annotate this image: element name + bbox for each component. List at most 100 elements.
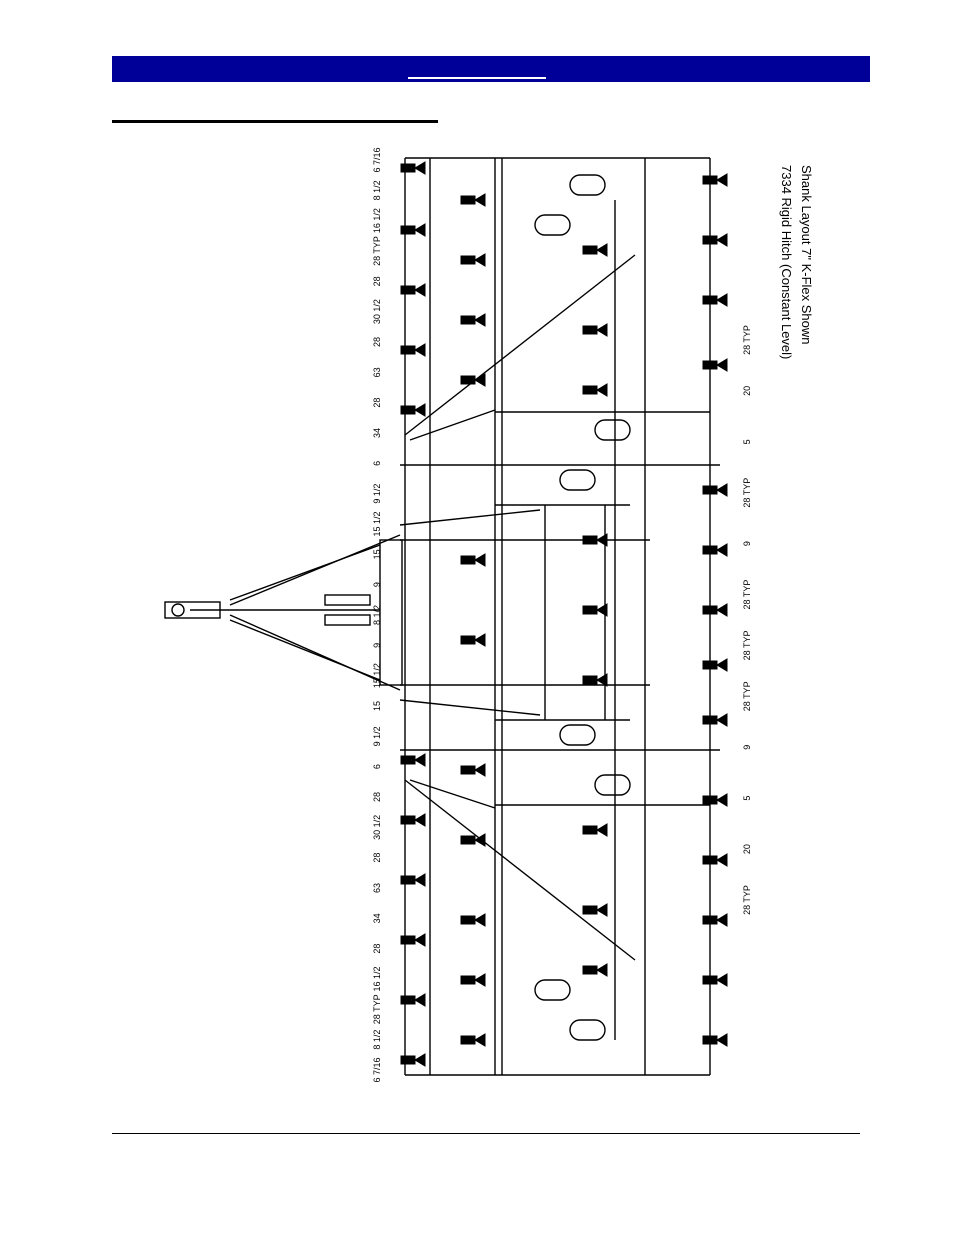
dimension-label: 16 1/2 [372,208,382,233]
shank-mount [401,346,415,354]
shank-mount [583,536,597,544]
shank-sweep [415,814,425,826]
rear-dimension-label: 5 [742,796,752,801]
shank-mount [703,976,717,984]
shank-sweep [597,534,607,546]
dimension-label: 30 1/2 [372,299,382,324]
rear-dimension-label: 20 [742,844,752,854]
shank-sweep [475,764,485,776]
shank-mount [401,996,415,1004]
dimension-label: 34 [372,428,382,438]
shank-sweep [717,794,727,806]
shank-mount [461,916,475,924]
shank-mount [401,816,415,824]
dimension-label: 8 1/2 [372,1030,382,1050]
shank-sweep [717,714,727,726]
shank-sweep [717,234,727,246]
shank-sweep [475,314,485,326]
dimension-label: 28 [372,944,382,954]
shank-mount [461,636,475,644]
shank-mount [401,286,415,294]
dimension-label: 30 1/2 [372,815,382,840]
rear-dimension-label: 9 [742,745,752,750]
shank-mount [401,164,415,172]
dimension-label: 9 1/2 [372,726,382,746]
dimension-label: 28 [372,398,382,408]
shank-sweep [415,1054,425,1066]
rear-dimension-label: 28 TYP [742,885,752,915]
shank-mount [703,296,717,304]
shank-sweep [717,484,727,496]
dimension-label: 6 7/16 [372,1057,382,1082]
shank-sweep [597,324,607,336]
shank-mount [703,796,717,804]
shank-sweep [717,174,727,186]
shank-mount [583,966,597,974]
shank-sweep [717,659,727,671]
shank-mount [703,716,717,724]
shank-mount [461,556,475,564]
diagram-title: 7334 Rigid Hitch (Constant Level) [779,165,794,359]
shank-sweep [717,544,727,556]
dimension-label: 28 [372,792,382,802]
shank-sweep [717,1034,727,1046]
shank-mount [461,376,475,384]
shank-mount [461,1036,475,1044]
shank-sweep [415,404,425,416]
shank-mount [461,256,475,264]
shank-mount [461,316,475,324]
shank-sweep [475,194,485,206]
shank-mount [401,936,415,944]
dimension-label: 6 7/16 [372,147,382,172]
shank-sweep [475,634,485,646]
shank-sweep [415,874,425,886]
header-underline [408,77,546,79]
dimension-label: 9 [372,643,382,648]
shank-sweep [597,904,607,916]
shank-sweep [597,604,607,616]
shank-mount [703,361,717,369]
dimension-label: 63 [372,367,382,377]
dimension-label: 28 TYP [372,236,382,266]
shank-mount [461,836,475,844]
dimension-label: 15 [372,549,382,559]
shank-mount [703,916,717,924]
shank-mount [703,486,717,494]
shank-mount [583,826,597,834]
shank-sweep [717,914,727,926]
shank-sweep [475,254,485,266]
dimension-label: 34 [372,913,382,923]
shank-mount [703,236,717,244]
dimension-label: 9 1/2 [372,484,382,504]
rear-dimension-label: 9 [742,541,752,546]
shank-mount [401,406,415,414]
shank-sweep [475,914,485,926]
shank-sweep [717,974,727,986]
rear-dimension-label: 28 TYP [742,631,752,661]
shank-sweep [415,162,425,174]
shank-sweep [597,824,607,836]
shank-sweep [415,934,425,946]
dimension-label: 15 1/2 [372,663,382,688]
shank-mount [461,196,475,204]
rear-dimension-label: 20 [742,386,752,396]
dimension-label: 6 [372,461,382,466]
footer-rule [112,1133,860,1134]
dimension-label: 15 1/2 [372,511,382,536]
shank-mount [401,1056,415,1064]
shank-mount [583,676,597,684]
shank-mount [461,766,475,774]
dimension-label: 16 1/2 [372,966,382,991]
shank-mount [583,906,597,914]
shank-sweep [415,224,425,236]
rear-dimension-label: 28 TYP [742,681,752,711]
shank-mount [401,876,415,884]
shank-sweep [717,854,727,866]
shank-sweep [475,1034,485,1046]
rear-dimension-label: 28 TYP [742,325,752,355]
shank-mount [703,661,717,669]
shank-sweep [717,359,727,371]
shank-sweep [597,244,607,256]
shank-sweep [415,284,425,296]
shank-sweep [717,604,727,616]
